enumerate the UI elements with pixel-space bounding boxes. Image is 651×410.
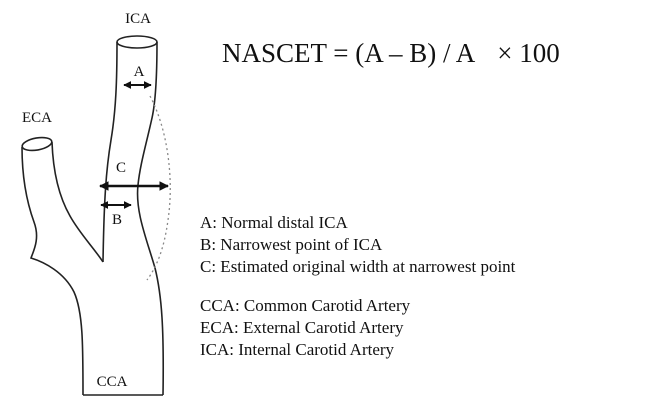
formula-multiplier: × 100	[497, 38, 560, 68]
ica-opening	[116, 35, 158, 49]
legend-spacer	[200, 278, 515, 295]
eca-opening	[21, 136, 53, 152]
legend-abbrev-ica: ICA: Internal Carotid Artery	[200, 340, 395, 359]
label-ica: ICA	[125, 11, 151, 27]
legend: A: Normal distal ICA B: Narrowest point …	[200, 212, 515, 361]
legend-abbrev-eca: ECA: External Carotid Artery	[200, 318, 404, 337]
ica-left-wall	[102, 41, 118, 263]
legend-abbrev-cca: CCA: Common Carotid Artery	[200, 296, 411, 315]
label-c: C	[116, 160, 126, 176]
eca-cca-left-wall	[21, 146, 84, 396]
label-b: B	[112, 212, 122, 228]
estimated-original-wall	[146, 95, 171, 281]
legend-definition-c: C: Estimated original width at narrowest…	[200, 257, 516, 276]
nascet-formula: NASCET = (A – B) / A × 100	[222, 38, 560, 69]
ica-right-wall	[136, 41, 165, 396]
label-a: A	[134, 64, 145, 80]
label-cca: CCA	[97, 374, 128, 390]
eca-right-wall	[51, 141, 104, 263]
label-eca: ECA	[22, 110, 52, 126]
legend-definition-a: A: Normal distal ICA	[200, 213, 348, 232]
legend-definition-b: B: Narrowest point of ICA	[200, 235, 383, 254]
formula-expression: NASCET = (A – B) / A	[222, 38, 476, 68]
